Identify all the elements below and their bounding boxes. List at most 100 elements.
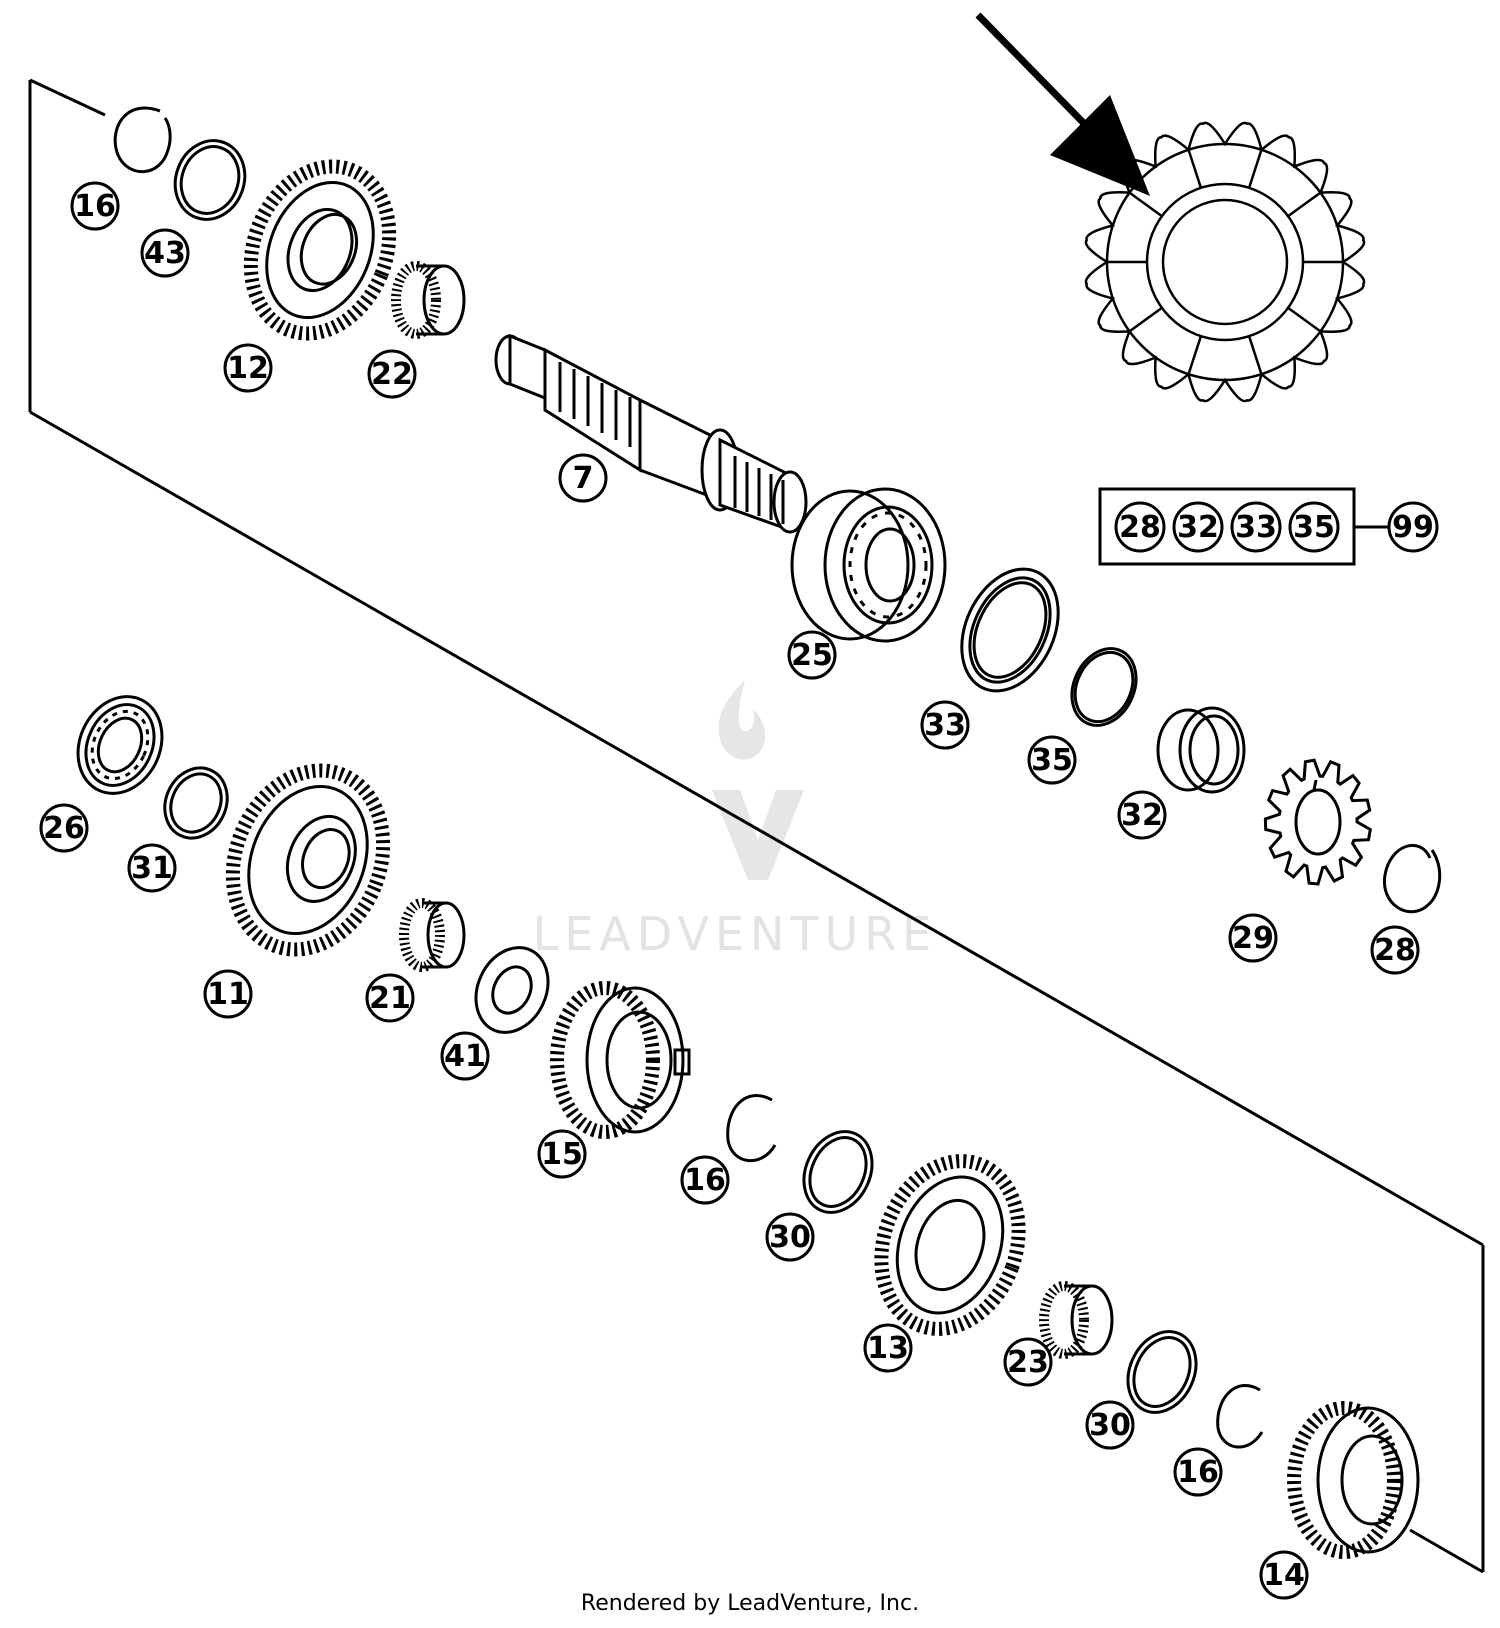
callout-number: 35 xyxy=(1031,743,1073,778)
gear-rib xyxy=(1187,149,1203,189)
callout-circle xyxy=(1117,790,1167,840)
callout-15: 15 xyxy=(537,1129,587,1179)
callout-circle xyxy=(1027,735,1077,785)
callout-circle xyxy=(367,349,417,399)
kit-member-33: 33 xyxy=(1230,501,1282,553)
kit-number: 99 xyxy=(1392,510,1434,545)
kit-member-32: 32 xyxy=(1172,501,1224,553)
callout-23: 23 xyxy=(1003,1337,1053,1387)
kit-number: 33 xyxy=(1235,510,1277,545)
callout-number: 16 xyxy=(684,1163,726,1198)
shaft-splines xyxy=(558,362,785,524)
callout-number: 32 xyxy=(1121,798,1163,833)
kit-circle xyxy=(1230,501,1282,553)
callout-41: 41 xyxy=(440,1031,490,1081)
washer-30 xyxy=(802,1130,874,1214)
callout-number: 16 xyxy=(1177,1455,1219,1490)
callout-35: 35 xyxy=(1027,735,1077,785)
callout-circle xyxy=(1003,1337,1053,1387)
gear-rib xyxy=(1247,335,1263,375)
kit-circle xyxy=(1114,501,1166,553)
kit-member-28: 28 xyxy=(1114,501,1166,553)
kit-circle xyxy=(1387,501,1439,553)
gear-14 xyxy=(1287,1401,1420,1559)
watermark: LEADVENTURE xyxy=(533,680,931,961)
callout-14: 14 xyxy=(1259,1550,1309,1600)
needle-bearing-23 xyxy=(1039,1281,1114,1359)
callout-number: 22 xyxy=(371,357,413,392)
callout-number: 28 xyxy=(1374,933,1416,968)
gear-rib xyxy=(1187,335,1203,375)
kit-circle xyxy=(1288,501,1340,553)
callout-circle xyxy=(537,1129,587,1179)
callout-circle xyxy=(1173,1447,1223,1497)
kit-circle xyxy=(1172,501,1224,553)
callout-number: 23 xyxy=(1007,1345,1049,1380)
ball-bearing-26 xyxy=(76,695,164,795)
callout-30: 30 xyxy=(1085,1400,1135,1450)
callout-number: 30 xyxy=(1089,1408,1131,1443)
callout-29: 29 xyxy=(1228,913,1278,963)
pointer-arrow xyxy=(975,12,1150,196)
gear-rib xyxy=(1287,191,1322,218)
callout-26: 26 xyxy=(39,803,89,853)
callout-circle xyxy=(1370,925,1420,975)
gear-rib xyxy=(1287,306,1322,333)
callout-number: 41 xyxy=(444,1039,486,1074)
callout-circle xyxy=(680,1155,730,1205)
sprocket-teeth xyxy=(1263,758,1372,886)
footer-credit: Rendered by LeadVenture, Inc. xyxy=(581,1591,919,1616)
callout-28: 28 xyxy=(1370,925,1420,975)
callout-circle xyxy=(70,181,120,231)
shaft-seal xyxy=(960,567,1060,693)
callout-25: 25 xyxy=(787,630,837,680)
callout-21: 21 xyxy=(365,973,415,1023)
callout-circle xyxy=(365,973,415,1023)
callout-circle xyxy=(203,969,253,1019)
callout-16: 16 xyxy=(680,1155,730,1205)
washer-30-lower xyxy=(1126,1330,1198,1414)
frame-lines xyxy=(28,78,1485,1574)
lower-parts xyxy=(76,695,1420,1559)
gear-rib xyxy=(1247,149,1263,189)
callout-circle xyxy=(863,1323,913,1373)
callout-circle xyxy=(787,630,837,680)
callout-30: 30 xyxy=(765,1212,815,1262)
gear-15 xyxy=(550,981,691,1139)
detail-gear-ribs xyxy=(1107,149,1343,375)
callout-43: 43 xyxy=(140,228,190,278)
main-shaft xyxy=(494,333,808,534)
callout-number: 26 xyxy=(43,811,85,846)
needle-bearing xyxy=(391,261,466,339)
callout-circle xyxy=(920,700,970,750)
callout-11: 11 xyxy=(203,969,253,1019)
callout-number: 30 xyxy=(769,1220,811,1255)
callout-circle xyxy=(140,228,190,278)
o-ring xyxy=(1070,647,1138,727)
callout-circle xyxy=(223,343,273,393)
callout-number: 31 xyxy=(131,851,173,886)
callout-number: 15 xyxy=(541,1137,583,1172)
leadventure-logo xyxy=(712,680,804,880)
detail-gear xyxy=(1084,121,1366,403)
callout-16: 16 xyxy=(70,181,120,231)
sprocket xyxy=(1263,758,1372,886)
gear-11 xyxy=(225,763,391,957)
ball-bearing xyxy=(790,487,947,643)
gear-13 xyxy=(874,1154,1026,1336)
callout-number: 29 xyxy=(1232,921,1274,956)
callout-16: 16 xyxy=(1173,1447,1223,1497)
gear-12 xyxy=(243,159,397,341)
callout-12: 12 xyxy=(223,343,273,393)
callout-number: 33 xyxy=(924,708,966,743)
callout-22: 22 xyxy=(367,349,417,399)
callout-circle xyxy=(558,453,608,503)
callout-13: 13 xyxy=(863,1323,913,1373)
kit-member-35: 35 xyxy=(1288,501,1340,553)
callout-number: 7 xyxy=(573,461,594,496)
thrust-washer xyxy=(173,139,247,221)
callout-number: 11 xyxy=(207,977,249,1012)
callout-circle xyxy=(1085,1400,1135,1450)
